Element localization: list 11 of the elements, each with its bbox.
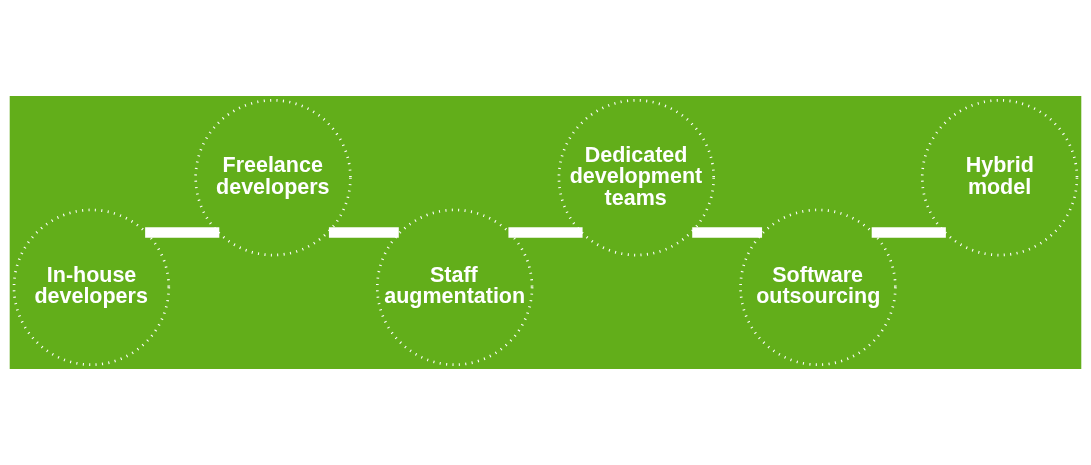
connector	[328, 227, 399, 238]
node-circle: Hybrid model	[920, 98, 1079, 257]
connector	[871, 227, 946, 238]
connector	[692, 227, 763, 238]
connector	[145, 227, 220, 238]
node-circle: Freelance developers	[194, 98, 352, 257]
node-circle: Software outsourcing	[739, 208, 897, 367]
node-circle: In-house developers	[12, 208, 171, 367]
node-circle: Staff augmentation	[375, 208, 534, 367]
connector	[508, 227, 583, 238]
node-circle: Dedicated development teams	[557, 98, 716, 257]
